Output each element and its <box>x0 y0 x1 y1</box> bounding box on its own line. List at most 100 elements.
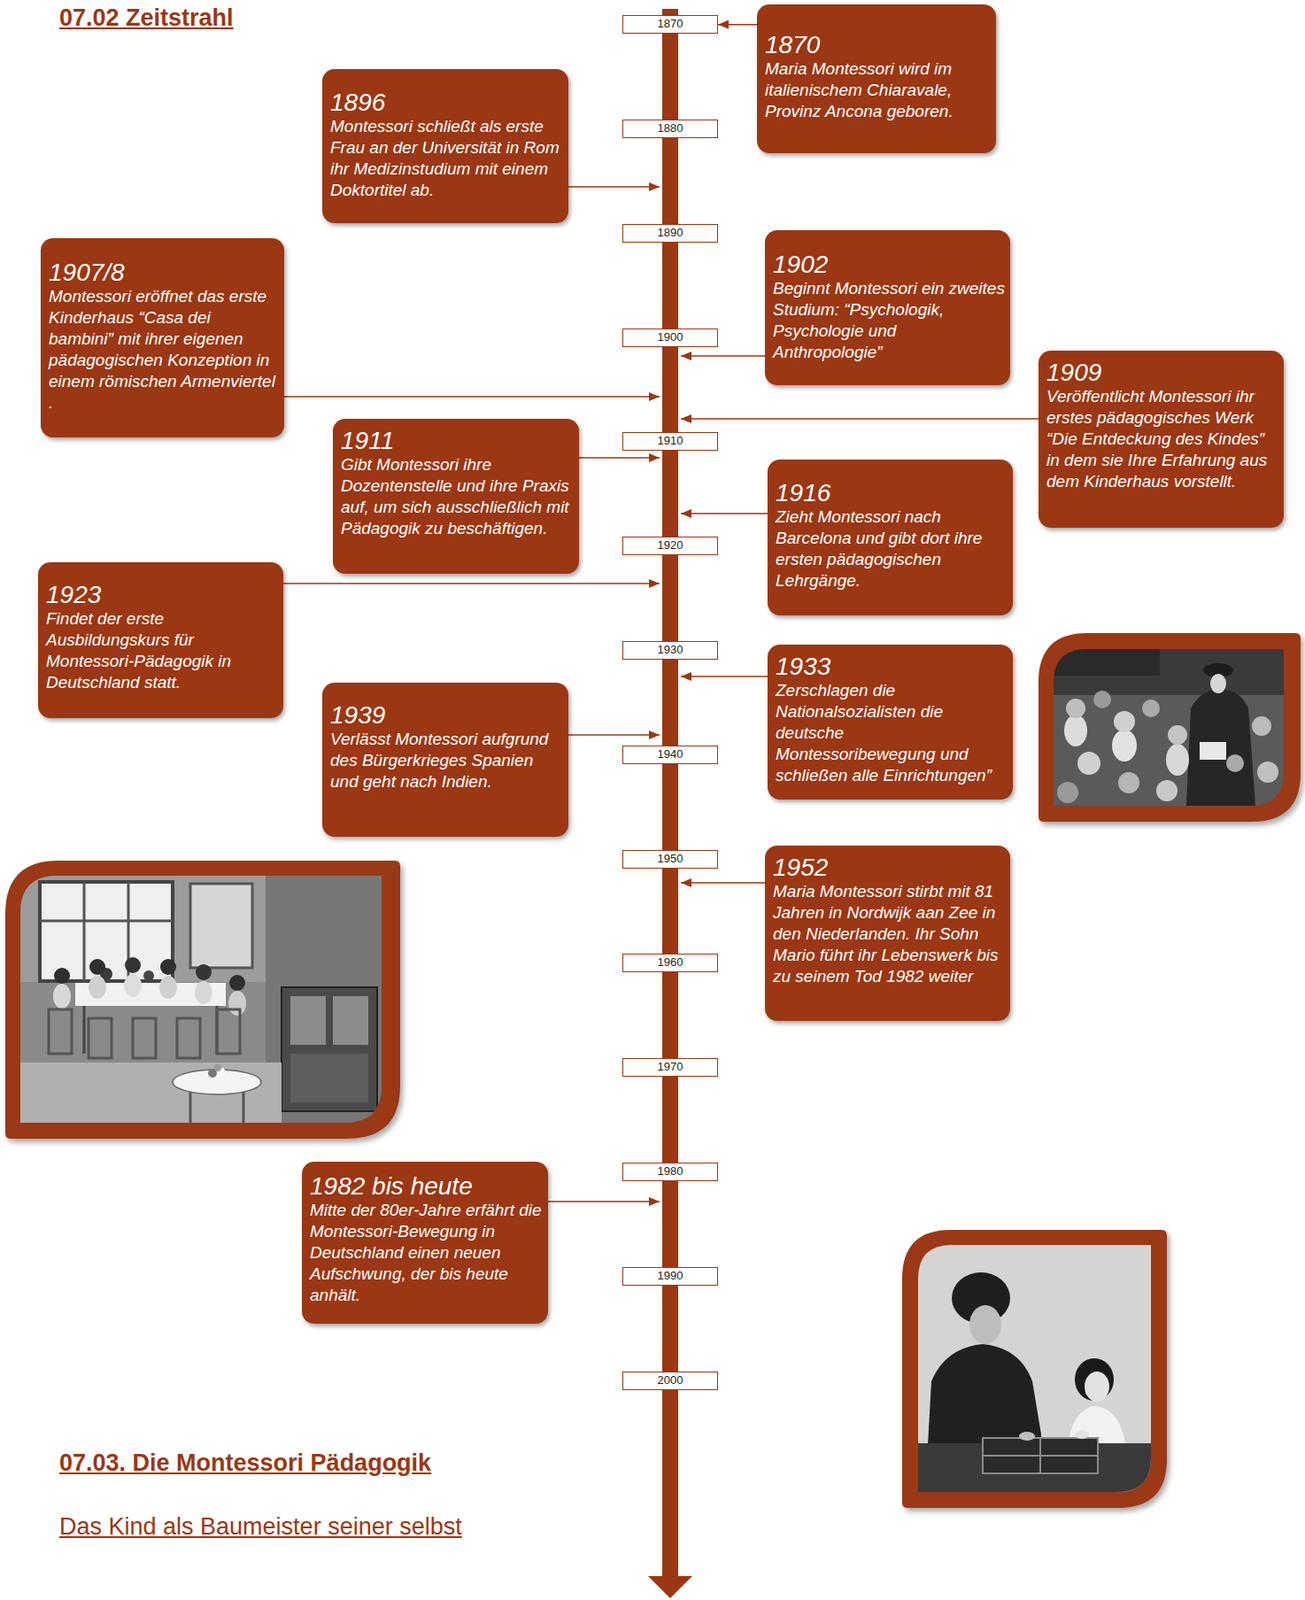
photo <box>159 975 178 999</box>
event-box: 1911Gibt Montessori ihre Dozentenstelle … <box>332 418 580 574</box>
photo <box>1053 648 1284 806</box>
year-tick: 1920 <box>622 536 719 556</box>
photo <box>189 1088 193 1123</box>
year-tick: 1890 <box>622 223 719 243</box>
photo <box>281 987 378 1112</box>
photo <box>123 973 142 997</box>
event-year: 1916 <box>775 479 1008 507</box>
photo <box>1118 772 1140 794</box>
event-year: 1896 <box>330 89 564 116</box>
event-box: 1982 bis heuteMitte der 80er-Jahre erfäh… <box>301 1161 549 1324</box>
event-text: Montessori schließt als erste Frau an de… <box>330 115 564 201</box>
photo <box>39 881 173 981</box>
photo <box>969 1305 1002 1344</box>
photo <box>1226 754 1244 773</box>
event-year: 1939 <box>330 702 564 729</box>
timeline-bar <box>648 8 693 1599</box>
photo <box>190 883 253 968</box>
photo <box>143 970 155 981</box>
photo <box>1093 690 1112 709</box>
year-tick: 2000 <box>622 1371 719 1390</box>
photo <box>1142 699 1160 718</box>
year-tick: 1950 <box>622 849 719 869</box>
event-box: 1939Verlässt Montessori aufgrund des Bür… <box>322 682 569 837</box>
photo <box>54 967 70 984</box>
event-year: 1909 <box>1046 359 1279 387</box>
event-text: Verlässt Montessori aufgrund des Bürgerk… <box>330 728 564 793</box>
event-text: Findet der erste Ausbildungskurs für Mon… <box>46 608 278 694</box>
year-tick: 1910 <box>622 432 719 451</box>
event-box: 1916Zieht Montessori nach Barcelona und … <box>767 459 1013 616</box>
photo <box>20 875 382 1123</box>
photo <box>1065 698 1086 719</box>
photo <box>132 1018 156 1058</box>
photo-frame <box>1038 633 1301 822</box>
leader-arrow <box>579 456 660 459</box>
year-tick: 1980 <box>622 1162 719 1182</box>
tick-year: 1970 <box>623 1058 718 1075</box>
photo <box>1166 743 1190 776</box>
tick-year: 1990 <box>623 1267 718 1284</box>
year-tick: 1970 <box>622 1057 719 1077</box>
photo <box>124 957 141 973</box>
photo <box>194 980 213 1004</box>
photo <box>172 1069 262 1095</box>
page-title: 07.02 Zeitstrahl <box>59 3 234 32</box>
leader-arrow <box>284 395 660 398</box>
tick-year: 1930 <box>623 641 718 658</box>
photo <box>177 1018 201 1058</box>
photo <box>1057 781 1079 804</box>
photo <box>918 1244 1151 1492</box>
photo-frame <box>1038 633 1301 822</box>
event-text: Maria Montessori stirbt mit 81 Jahren in… <box>772 880 1005 988</box>
event-year: 1870 <box>764 31 991 59</box>
photo <box>242 1088 246 1123</box>
leader-arrow <box>680 512 768 515</box>
photo <box>83 1005 86 1054</box>
tick-year: 1960 <box>623 954 718 971</box>
event-box: 1896Montessori schließt als erste Frau a… <box>322 69 569 224</box>
event-year: 1923 <box>46 581 278 609</box>
photo <box>48 1009 72 1054</box>
event-year: 1982 bis heute <box>309 1173 543 1200</box>
photo <box>1064 714 1088 747</box>
event-text: Montessori eröffnet das erste Kinderhaus… <box>48 285 279 414</box>
photo <box>1111 729 1137 762</box>
photo-frame <box>902 1229 1167 1508</box>
event-box: 1909Veröffentlicht Montessori ihr erstes… <box>1038 350 1284 528</box>
photo <box>265 875 382 1123</box>
leader-arrow <box>680 881 765 884</box>
year-tick: 1900 <box>622 328 719 348</box>
year-tick: 1880 <box>622 119 719 139</box>
photo <box>1053 648 1160 676</box>
event-year: 1902 <box>772 251 1005 278</box>
timeline-bar <box>648 1575 693 1599</box>
photo <box>1084 1371 1110 1402</box>
timeline-bar <box>662 8 679 1578</box>
event-box: 1923Findet der erste Ausbildungskurs für… <box>38 562 284 719</box>
tick-year: 1950 <box>623 850 718 867</box>
photo <box>214 1064 222 1072</box>
photo <box>1077 751 1101 775</box>
section-subheading: Das Kind als Baumeister seiner selbst <box>59 1512 463 1541</box>
timeline-arrow <box>718 23 757 26</box>
leader-arrow <box>680 675 768 678</box>
photo <box>1156 779 1178 802</box>
tick-year: 1900 <box>623 329 718 346</box>
photo <box>83 881 86 981</box>
year-tick: 1960 <box>622 953 719 973</box>
event-year: 1911 <box>340 427 574 455</box>
event-text: Mitte der 80er-Jahre erfährt die Montess… <box>309 1199 543 1306</box>
photo <box>195 964 212 981</box>
photo <box>88 975 107 999</box>
photo <box>88 1018 112 1058</box>
event-text: Veröffentlicht Montessori ihr erstes päd… <box>1046 386 1279 493</box>
year-tick: 1940 <box>622 745 719 765</box>
tick-year: 1870 <box>623 15 718 32</box>
tick-year: 2000 <box>623 1372 718 1389</box>
photo <box>1186 688 1256 806</box>
photo-frame <box>902 1229 1167 1508</box>
photo <box>20 875 382 1123</box>
